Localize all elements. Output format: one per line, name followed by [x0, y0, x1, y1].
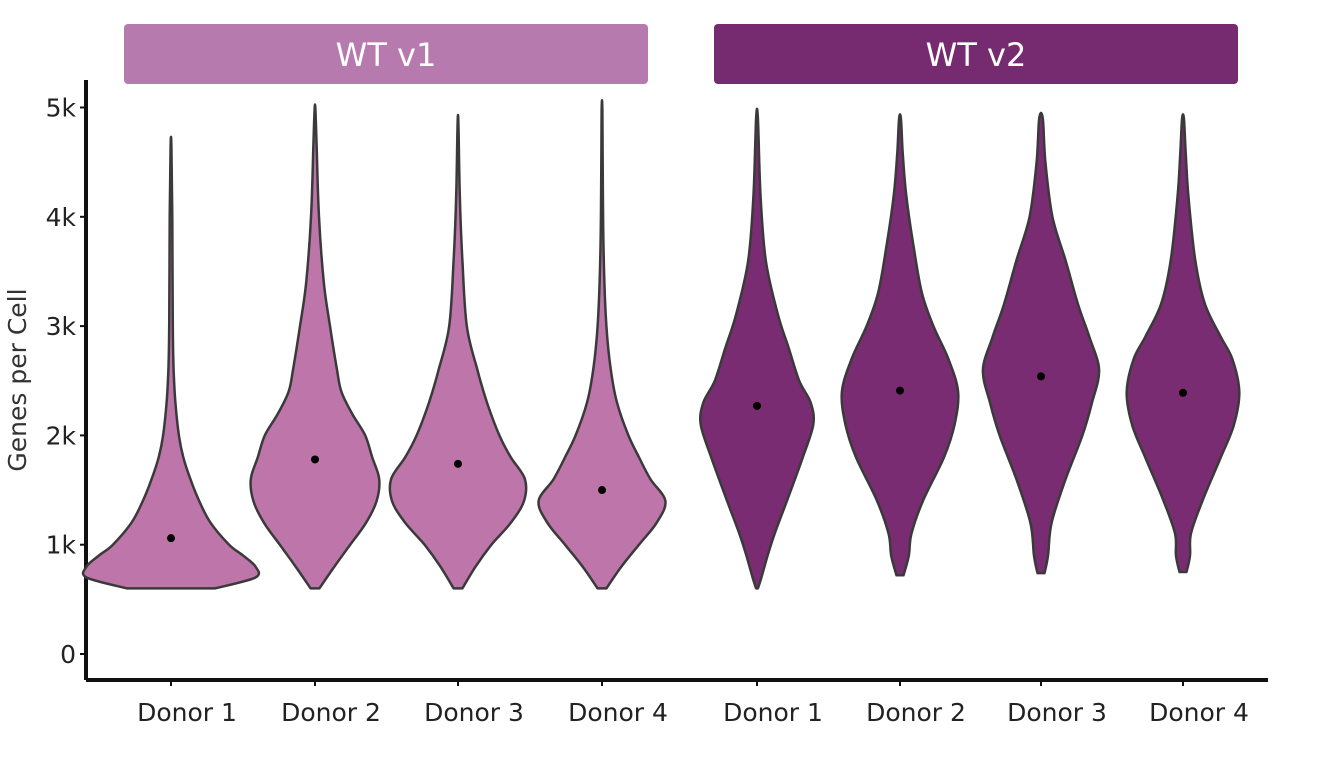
- y-tick-label: 3k: [46, 312, 77, 341]
- median-point: [1037, 372, 1045, 381]
- y-tick-label: 0: [60, 640, 76, 669]
- median-point: [454, 459, 462, 468]
- facet-strip: [124, 24, 648, 84]
- violin-wt-v2-donor-3: [981, 111, 1101, 575]
- violin-wt-v2-donor-4: [1125, 113, 1241, 574]
- y-tick-label: 2k: [46, 421, 77, 450]
- median-point: [896, 386, 904, 395]
- violin-wt-v1-donor-4: [537, 99, 667, 590]
- median-point: [167, 534, 175, 543]
- x-tick-label: Donor 1: [723, 698, 823, 727]
- y-tick-label: 1k: [46, 531, 77, 560]
- y-tick-label: 5k: [46, 94, 77, 123]
- violin-wt-v1-donor-1: [81, 135, 261, 590]
- x-tick-label: Donor 1: [137, 698, 237, 727]
- x-tick-label: Donor 4: [568, 698, 668, 727]
- facet-strip-label: WT v1: [336, 36, 437, 74]
- x-tick-label: Donor 2: [281, 698, 381, 727]
- violin-wt-v2-donor-1: [698, 107, 816, 590]
- median-point: [598, 486, 606, 495]
- median-point: [311, 455, 319, 464]
- violin-wt-v1-donor-2: [249, 103, 381, 590]
- violin-wt-v1-donor-3: [388, 113, 528, 590]
- x-tick-label: Donor 4: [1149, 698, 1249, 727]
- x-tick-label: Donor 2: [866, 698, 966, 727]
- facet-strip-label: WT v2: [926, 36, 1027, 74]
- x-tick-label: Donor 3: [1007, 698, 1107, 727]
- x-tick-label: Donor 3: [424, 698, 524, 727]
- facet-strip: [714, 24, 1238, 84]
- median-point: [1179, 388, 1187, 397]
- y-axis-title: Genes per Cell: [3, 288, 32, 471]
- median-point: [753, 401, 761, 410]
- y-tick-label: 4k: [46, 203, 77, 232]
- violin-wt-v2-donor-2: [840, 113, 960, 577]
